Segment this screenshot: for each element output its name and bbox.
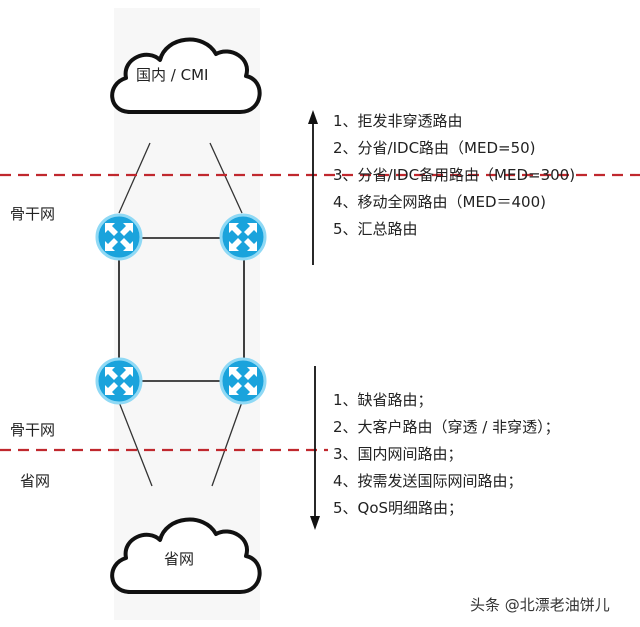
zone-label-backbone-lower: 骨干网 [10,421,56,439]
link-line [118,142,151,214]
zone-label-province: 省网 [20,472,51,490]
cloud-icon [110,37,262,114]
downward-route-list: 1、缺省路由； 2、大客户路由（穿透 / 非穿透）； 3、国内网间路由； 4、按… [333,387,560,522]
list-item: 1、拒发非穿透路由 [333,112,463,130]
list-item: 4、移动全网路由（MED＝400) [333,193,546,211]
link-line [211,401,243,487]
router-icon [95,357,143,405]
up-arrow-head [308,110,318,124]
list-item: 3、国内网间路由； [333,445,463,463]
list-item: 2、大客户路由（穿透 / 非穿透）； [333,418,560,436]
zone-label-backbone-upper: 骨干网 [10,205,56,223]
router-icon [95,213,143,261]
list-item: 4、按需发送国际网间路由； [333,472,523,490]
link-line [118,401,153,487]
list-item: 5、汇总路由 [333,220,418,238]
router-icon [219,213,267,261]
upward-route-list: 1、拒发非穿透路由 2、分省/IDC路由（MED=50) 3、分省/IDC备用路… [333,108,575,243]
list-item: 3、分省/IDC备用路由（MED=300) [333,166,576,184]
link-line [209,142,243,214]
cloud-icon [110,517,262,594]
down-arrow-head [310,516,320,530]
watermark: 头条 @北漂老油饼儿 [470,596,610,614]
list-item: 1、缺省路由； [333,391,433,409]
cloud-bottom-label: 省网 [164,550,195,568]
cloud-top-label: 国内 / CMI [136,66,209,84]
list-item: 5、QoS明细路由； [333,499,464,517]
list-item: 2、分省/IDC路由（MED=50) [333,139,536,157]
router-icon [219,357,267,405]
